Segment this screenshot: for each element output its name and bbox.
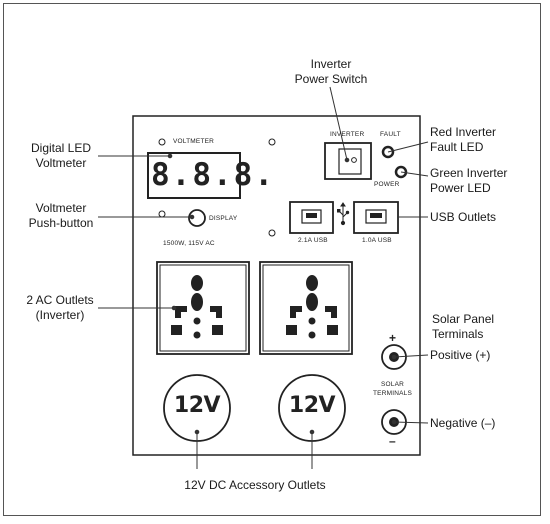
solar-terminals-callout: Solar Panel Terminals <box>432 312 495 341</box>
display-label: DISPLAY <box>209 215 238 222</box>
screw <box>268 229 276 237</box>
diagram-frame <box>3 3 541 516</box>
solar-label-2: TERMINALS <box>373 390 413 397</box>
positive-callout: Positive (+) <box>430 348 491 362</box>
power-label: POWER <box>374 181 400 188</box>
inverter-switch-callout: Inverter Power Switch <box>294 57 368 86</box>
usb-left-label: 2.1A USB <box>298 237 328 244</box>
voltmeter-button-callout: Voltmeter Push-button <box>28 201 94 230</box>
dc-outlets-callout: 12V DC Accessory Outlets <box>184 478 326 492</box>
minus-sign: – <box>389 434 396 448</box>
dc-outlet-right-label: 12V <box>288 393 336 418</box>
green-led-callout: Green Inverter Power LED <box>430 166 508 195</box>
leader-lines <box>98 86 429 469</box>
voltmeter-label: VOLTMETER <box>173 138 215 145</box>
digital-voltmeter-callout: Digital LED Voltmeter <box>30 141 92 170</box>
plus-sign: + <box>389 331 397 345</box>
voltmeter-indicator <box>158 138 166 146</box>
usb-outlets-callout: USB Outlets <box>430 210 497 224</box>
display-button <box>188 209 206 227</box>
dc-outlet-left-label: 12V <box>173 393 221 418</box>
ac-outlets-callout: 2 AC Outlets (Inverter) <box>26 293 94 322</box>
usb-symbol-icon <box>337 202 350 226</box>
rating-label: 1500W, 115V AC <box>163 240 215 247</box>
screw <box>268 138 276 146</box>
voltmeter-display <box>147 152 241 199</box>
inverter-label: INVERTER <box>330 131 365 138</box>
solar-label-1: SOLAR <box>381 381 405 388</box>
usb-right-label: 1.0A USB <box>362 237 392 244</box>
fault-label: FAULT <box>380 131 401 138</box>
ac-outlet-right <box>259 261 353 355</box>
red-led-callout: Red Inverter Fault LED <box>430 125 497 154</box>
negative-callout: Negative (–) <box>430 416 496 430</box>
inverter-switch-rocker <box>338 148 362 175</box>
voltmeter-digits: 8.8.8. <box>151 157 275 193</box>
